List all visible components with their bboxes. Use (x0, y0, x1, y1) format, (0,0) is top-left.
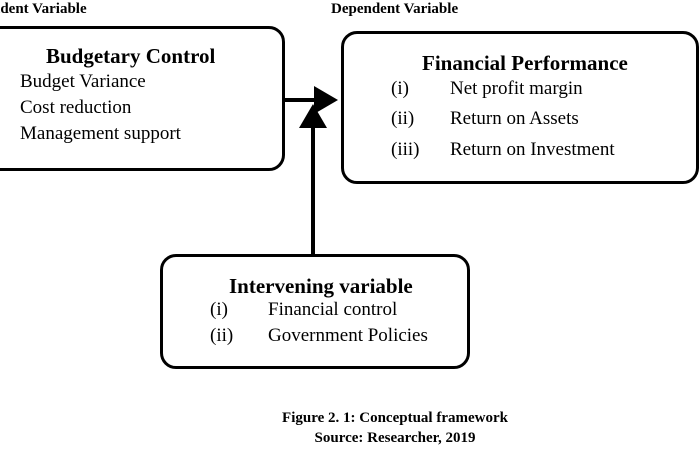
financial-performance-box: Financial Performance (i) Net profit mar… (341, 31, 699, 184)
intervening-variable-box: Intervening variable (i) Financial contr… (160, 254, 470, 369)
financial-item-number: (i) (391, 78, 409, 99)
budgetary-control-box: Budgetary Control Budget Variance Cost r… (0, 26, 285, 171)
budgetary-control-item: Cost reduction (20, 97, 132, 118)
intervening-item-text: Government Policies (268, 325, 428, 346)
financial-item-number: (iii) (391, 139, 420, 160)
budgetary-control-item: Budget Variance (20, 71, 146, 92)
intervening-variable-title: Intervening variable (229, 274, 413, 298)
financial-performance-title: Financial Performance (422, 51, 628, 75)
financial-item-text: Net profit margin (450, 78, 583, 99)
source-caption: Source: Researcher, 2019 (314, 430, 476, 446)
intervening-item-number: (ii) (210, 325, 234, 346)
budgetary-control-item: Management support (20, 123, 181, 144)
financial-item-text: Return on Assets (450, 108, 579, 129)
dependent-variable-heading: Dependent Variable (331, 1, 459, 17)
intervening-item-number: (i) (210, 299, 228, 320)
intervening-item-text: Financial control (268, 299, 398, 320)
budgetary-control-title: Budgetary Control (46, 44, 216, 68)
financial-item-number: (ii) (391, 108, 415, 129)
financial-item-text: Return on Investment (450, 139, 615, 160)
independent-variable-heading: ndent Variable (0, 1, 87, 17)
figure-caption: Figure 2. 1: Conceptual framework (282, 410, 508, 426)
